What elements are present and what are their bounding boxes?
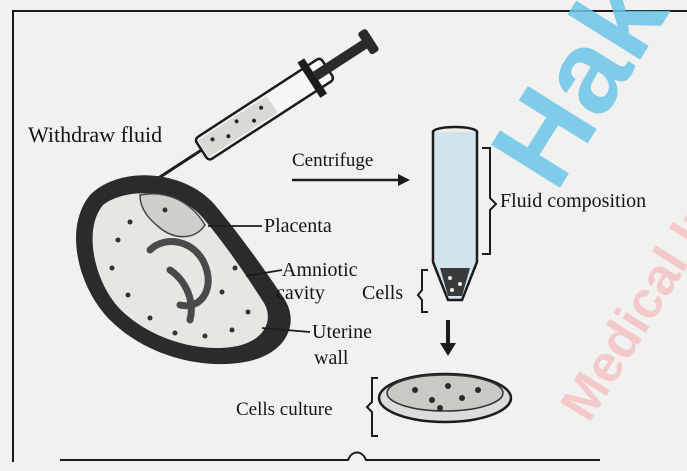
watermark-text-primary: Hak [466,0,687,208]
watermark: Hak Medical In [466,0,687,430]
label-wall: wall [314,347,349,369]
label-uterine: Uterine [312,321,372,343]
bottom-baseline [60,453,600,461]
label-withdraw-fluid: Withdraw fluid [28,122,162,147]
down-arrow [440,320,456,356]
uterus [76,175,291,364]
label-placenta: Placenta [264,215,332,237]
watermark-text-secondary: Medical In [550,186,687,430]
centrifuge-arrow [292,174,410,186]
syringe [140,21,384,200]
centrifuge-tube [418,127,496,312]
label-fluid-composition: Fluid composition [500,190,646,212]
label-cells-culture: Cells culture [236,399,333,420]
cells-brace [418,270,428,312]
cells-culture-brace [367,378,378,436]
fluid-composition-brace [482,148,496,254]
label-cavity: cavity [276,282,325,304]
label-cells: Cells [362,282,403,304]
label-centrifuge: Centrifuge [292,150,373,171]
label-amniotic: Amniotic [282,259,358,281]
syringe-fluid [198,96,278,157]
petri-dish [367,374,511,436]
